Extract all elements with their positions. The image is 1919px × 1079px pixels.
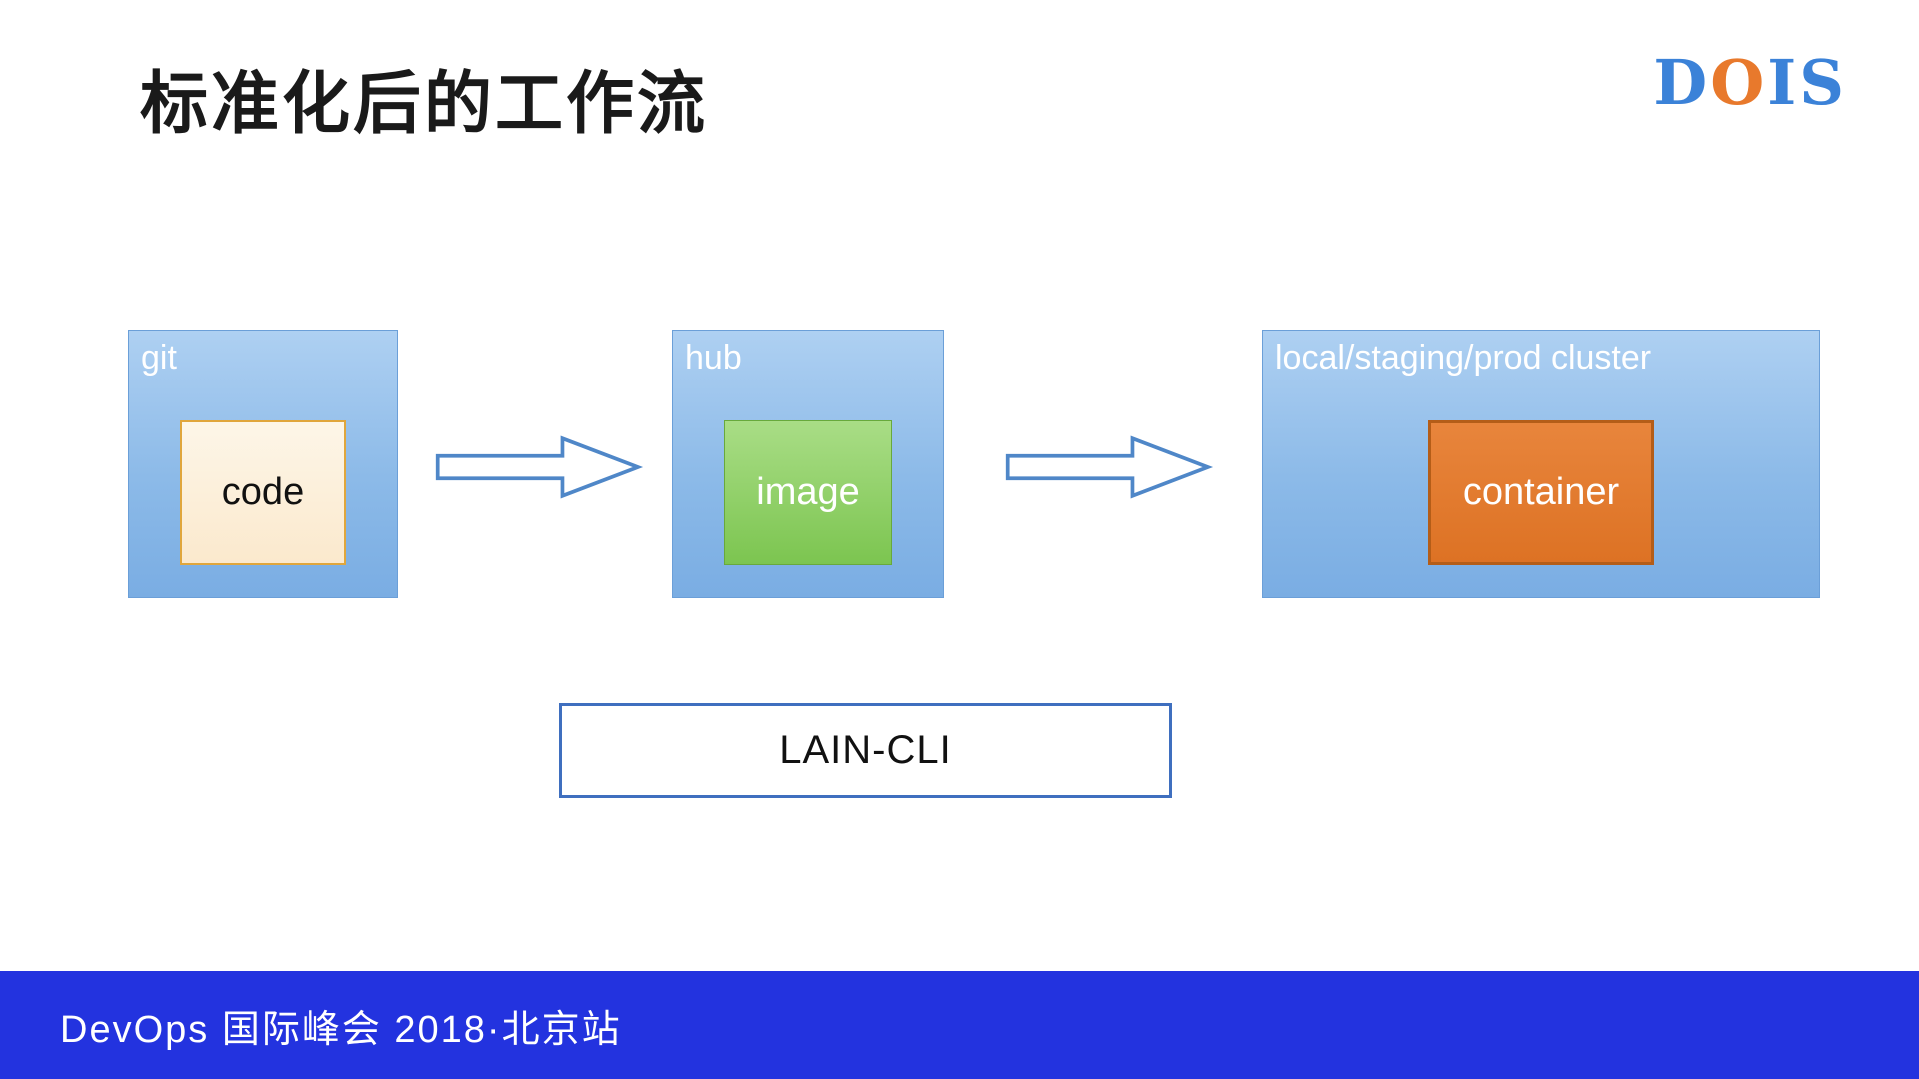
lain-cli-box: LAIN-CLI <box>559 703 1172 798</box>
code-box-label: code <box>221 471 305 513</box>
page-title: 标准化后的工作流 <box>140 66 709 142</box>
image-box: image <box>724 420 892 565</box>
node-cluster: local/staging/prod cluster container <box>1262 330 1820 598</box>
block-arrow-right-icon <box>1004 432 1214 502</box>
lain-cli-label: LAIN-CLI <box>779 728 952 772</box>
container-box-label: container <box>1462 471 1620 513</box>
node-git-label: git <box>141 339 177 377</box>
flow-arrow-1 <box>434 432 644 502</box>
node-hub-label: hub <box>685 339 742 377</box>
dois-logo: DOIS <box>1653 52 1847 114</box>
logo-letter-o: O <box>1710 46 1768 119</box>
container-box: container <box>1428 420 1654 565</box>
flow-arrow-2 <box>1004 432 1214 502</box>
node-git: git code <box>128 330 398 598</box>
logo-letter-s: S <box>1799 46 1847 119</box>
code-box: code <box>180 420 346 565</box>
footer-bar: DevOps 国际峰会 2018·北京站 <box>0 971 1919 1079</box>
block-arrow-right-icon <box>434 432 644 502</box>
logo-letter-d: D <box>1653 46 1711 119</box>
footer-text: DevOps 国际峰会 2018·北京站 <box>60 1008 622 1051</box>
logo-letter-i: I <box>1767 46 1800 119</box>
image-box-label: image <box>756 471 860 513</box>
node-cluster-label: local/staging/prod cluster <box>1275 339 1652 377</box>
node-hub: hub image <box>672 330 944 598</box>
